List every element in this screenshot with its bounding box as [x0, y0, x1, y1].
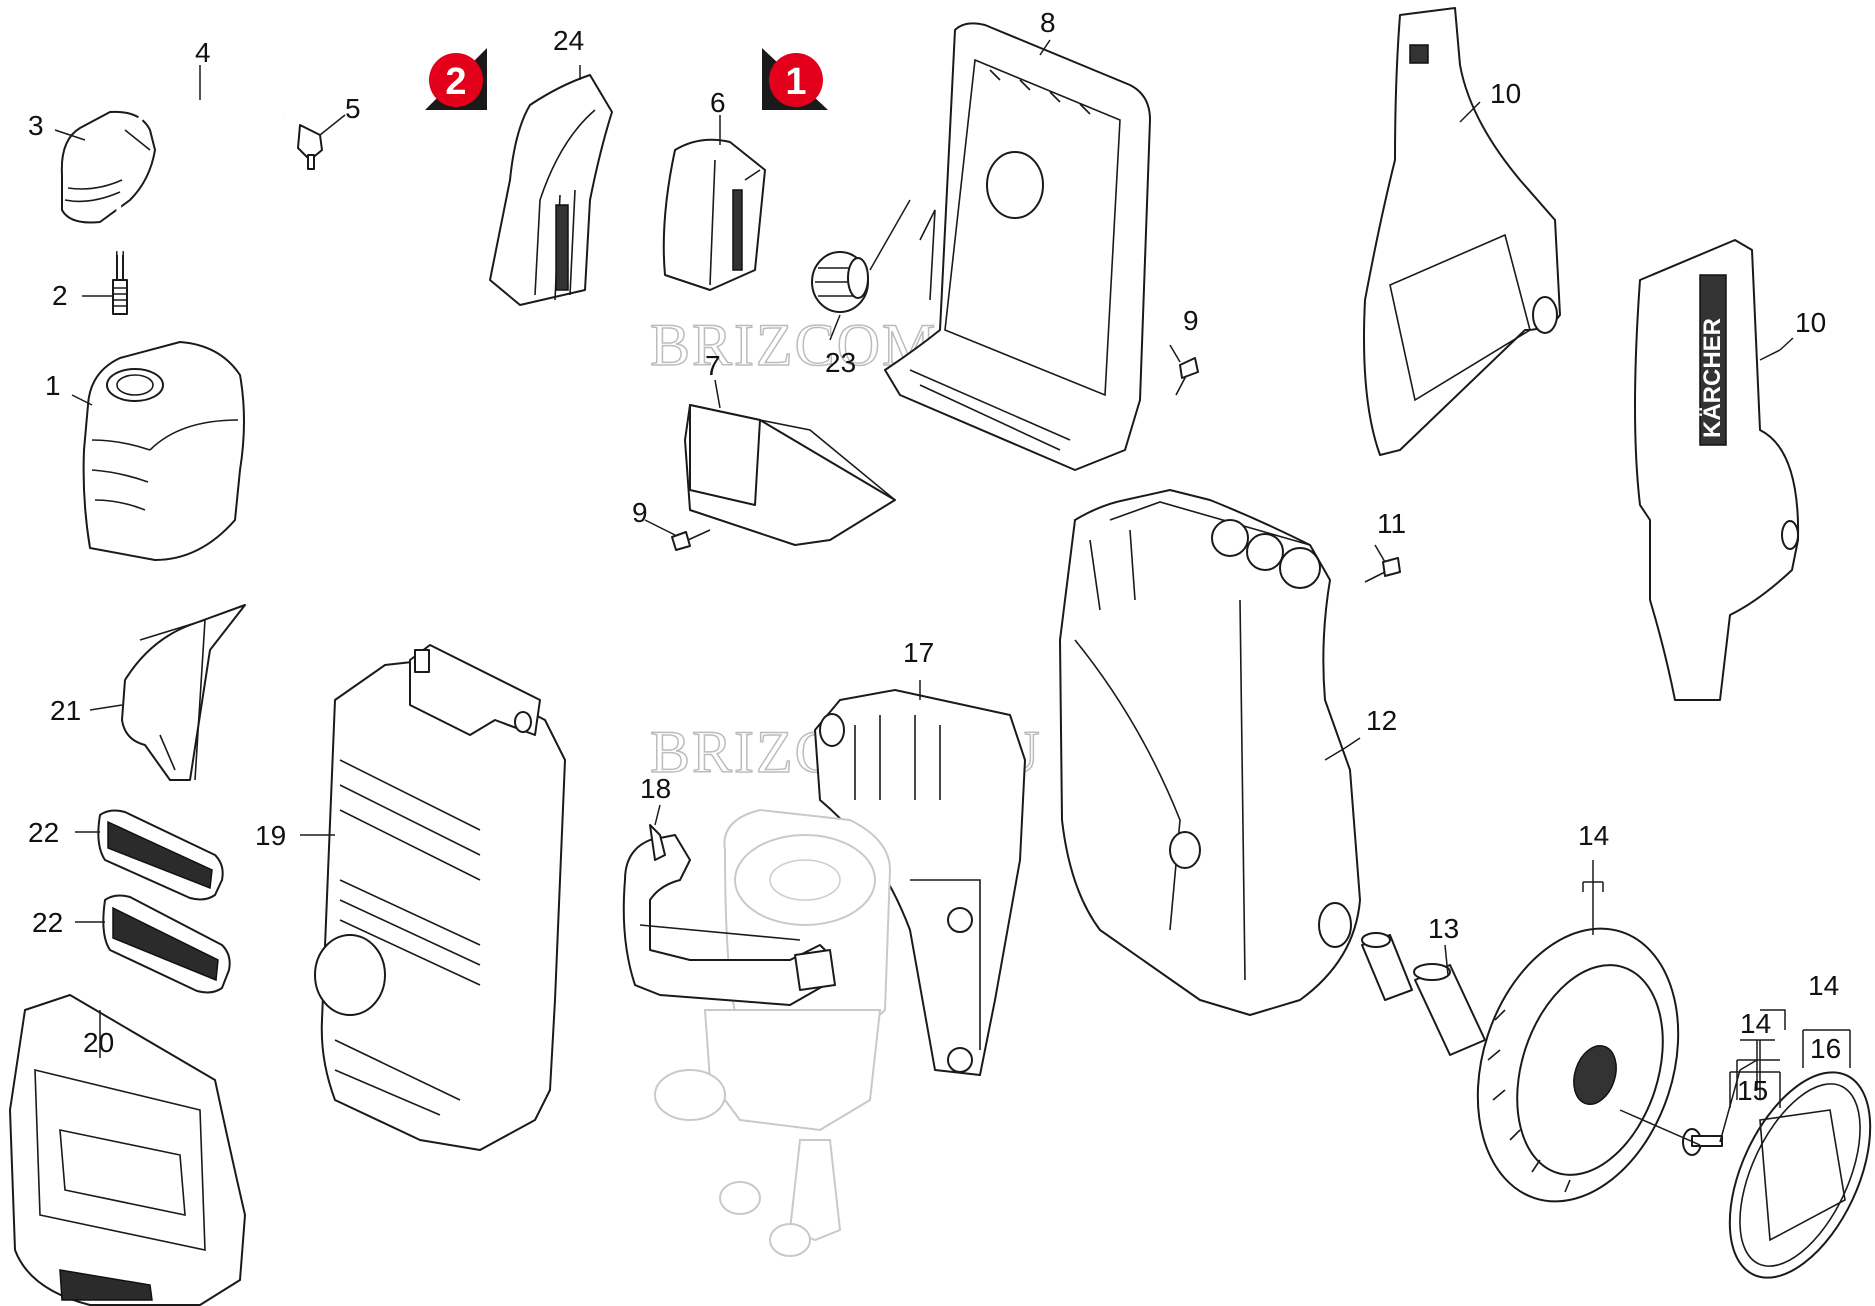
- callout-8: 8: [1040, 7, 1056, 38]
- callout-10-rear: 10: [1490, 78, 1521, 109]
- callout-14-cap: 14: [1808, 970, 1839, 1001]
- marker-2: 2: [425, 48, 487, 110]
- part-21-corner-cover[interactable]: [121, 604, 246, 781]
- part-5-connector[interactable]: [297, 124, 323, 170]
- karcher-logo: KÄRCHER: [1699, 318, 1726, 438]
- callout-14-wheel: 14: [1578, 820, 1609, 851]
- callout-9-bottom: 9: [632, 497, 648, 528]
- callout-21: 21: [50, 695, 81, 726]
- callout-6: 6: [710, 87, 726, 118]
- callout-23: 23: [825, 347, 856, 378]
- part-6-cover[interactable]: [662, 138, 766, 291]
- part-1-detergent-tank[interactable]: [82, 341, 245, 561]
- callout-14-pin: 14: [1740, 1008, 1771, 1039]
- part-11-screw[interactable]: [1364, 557, 1401, 583]
- part-10-side-panel-front[interactable]: KÄRCHER: [1634, 239, 1800, 701]
- svg-text:2: 2: [445, 61, 466, 103]
- callout-19: 19: [255, 820, 286, 851]
- callout-4: 4: [195, 37, 211, 68]
- callout-13: 13: [1428, 913, 1459, 944]
- callout-9-top: 9: [1183, 305, 1199, 336]
- part-2-fitting[interactable]: [112, 251, 128, 315]
- part-7-tray[interactable]: [684, 404, 896, 546]
- part-14-wheel[interactable]: [1444, 902, 1711, 1227]
- leader-lines: [54, 39, 1794, 1146]
- part-23-knob[interactable]: [811, 251, 869, 313]
- callout-22-bottom: 22: [32, 907, 63, 938]
- part-12-main-housing[interactable]: [1059, 489, 1361, 1016]
- part-15-wheel-pin[interactable]: [1682, 1128, 1723, 1156]
- callout-17: 17: [903, 637, 934, 668]
- callouts: 1 2 3 4 5 24 6 8 7 23 9 9 10 10 11 12 13…: [28, 7, 1841, 1106]
- part-20-base-cover[interactable]: [9, 994, 246, 1306]
- callout-20: 20: [83, 1027, 114, 1058]
- part-24-cover[interactable]: [489, 74, 613, 306]
- callout-5: 5: [345, 93, 361, 124]
- ghost-motor-pump: [654, 808, 892, 1257]
- part-17-chassis[interactable]: [814, 689, 1026, 1076]
- callout-15: 15: [1737, 1075, 1768, 1106]
- callout-2: 2: [52, 280, 68, 311]
- callout-7: 7: [705, 350, 721, 381]
- part-16-hubcap[interactable]: [1701, 1051, 1875, 1299]
- callout-11: 11: [1377, 508, 1406, 539]
- callout-10-front: 10: [1795, 307, 1826, 338]
- callout-16: 16: [1810, 1033, 1841, 1064]
- callout-12: 12: [1366, 705, 1397, 736]
- part-19-front-cover[interactable]: [314, 644, 566, 1151]
- callout-1: 1: [45, 370, 61, 401]
- marker-1: 1: [762, 48, 828, 110]
- part-3-cap[interactable]: [60, 110, 156, 224]
- part-9-screw-a[interactable]: [1175, 357, 1199, 396]
- part-8-frame[interactable]: [884, 22, 1151, 471]
- callout-22-top: 22: [28, 817, 59, 848]
- part-13-axle-sleeve[interactable]: [1361, 932, 1486, 1056]
- part-9-screw-b[interactable]: [671, 529, 711, 551]
- callout-3: 3: [28, 110, 44, 141]
- callout-18: 18: [640, 773, 671, 804]
- bracket-icon: [1729, 1029, 1851, 1108]
- callout-24: 24: [553, 25, 584, 56]
- part-18-motor-clamp[interactable]: [622, 824, 836, 1006]
- svg-text:1: 1: [785, 61, 806, 103]
- part-22-grille-top[interactable]: [97, 809, 224, 901]
- part-22-grille-bottom[interactable]: [102, 894, 231, 994]
- part-10-side-panel-rear[interactable]: [1363, 7, 1561, 456]
